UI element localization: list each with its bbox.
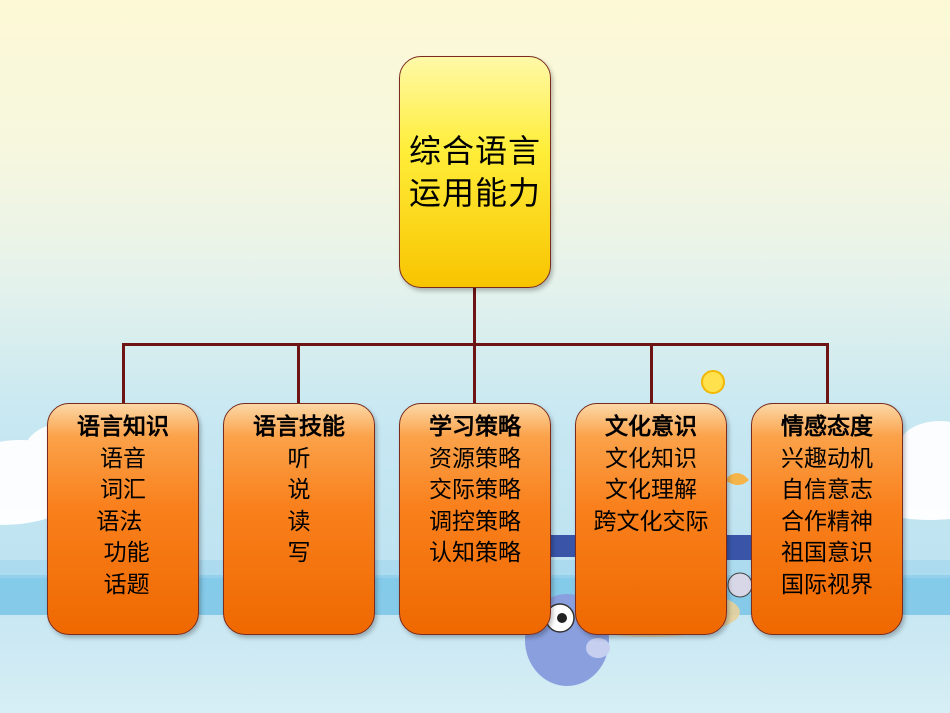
node-affect-attitude: 情感态度 兴趣动机 自信意志 合作精神 祖国意识 国际视界 [751, 403, 903, 635]
root-node-line1: 综合语言 [408, 132, 541, 170]
connector-root-trunk [473, 288, 476, 345]
sun-icon [701, 370, 725, 394]
node-item: 合作精神 [781, 508, 873, 535]
node-item: 词汇 [100, 477, 146, 503]
node-item: 自信意志 [781, 477, 873, 503]
node-item: 调控策略 [429, 508, 521, 535]
node-title: 情感态度 [781, 414, 873, 440]
node-item: 语法 [96, 508, 150, 535]
node-item: 说 [287, 477, 311, 503]
connector-branch-5 [826, 343, 829, 404]
node-title: 语言技能 [253, 414, 345, 440]
node-item: 文化理解 [605, 477, 697, 503]
root-node-line2: 运用能力 [408, 174, 541, 212]
node-item: 祖国意识 [781, 540, 873, 566]
connector-branch-2 [297, 343, 300, 404]
node-language-knowledge: 语言知识 语音 词汇 语法 功能 话题 [47, 403, 199, 635]
node-cultural-awareness: 文化意识 文化知识 文化理解 跨文化交际 [575, 403, 727, 635]
node-language-skills: 语言技能 听 说 读 写 [223, 403, 375, 635]
node-item: 写 [287, 540, 311, 566]
node-title: 文化意识 [605, 414, 697, 440]
node-item: 话题 [96, 571, 150, 598]
node-item: 跨文化交际 [593, 508, 709, 535]
root-node: 综合语言 运用能力 [399, 56, 551, 288]
connector-branch-1 [122, 343, 125, 404]
node-title: 学习策略 [429, 414, 521, 440]
node-item: 交际策略 [429, 477, 521, 503]
node-learning-strategies: 学习策略 资源策略 交际策略 调控策略 认知策略 [399, 403, 551, 635]
node-item: 读 [287, 508, 311, 535]
node-item: 文化知识 [605, 445, 697, 472]
connector-branch-4 [650, 343, 653, 404]
node-item: 兴趣动机 [781, 445, 873, 472]
node-item: 功能 [96, 540, 150, 566]
connector-branch-3 [473, 343, 476, 404]
node-title: 语言知识 [77, 414, 169, 440]
node-item: 国际视界 [781, 571, 873, 598]
node-item: 认知策略 [429, 540, 521, 566]
node-item: 资源策略 [429, 445, 521, 472]
node-item: 语音 [100, 445, 146, 472]
node-item: 听 [287, 445, 311, 472]
